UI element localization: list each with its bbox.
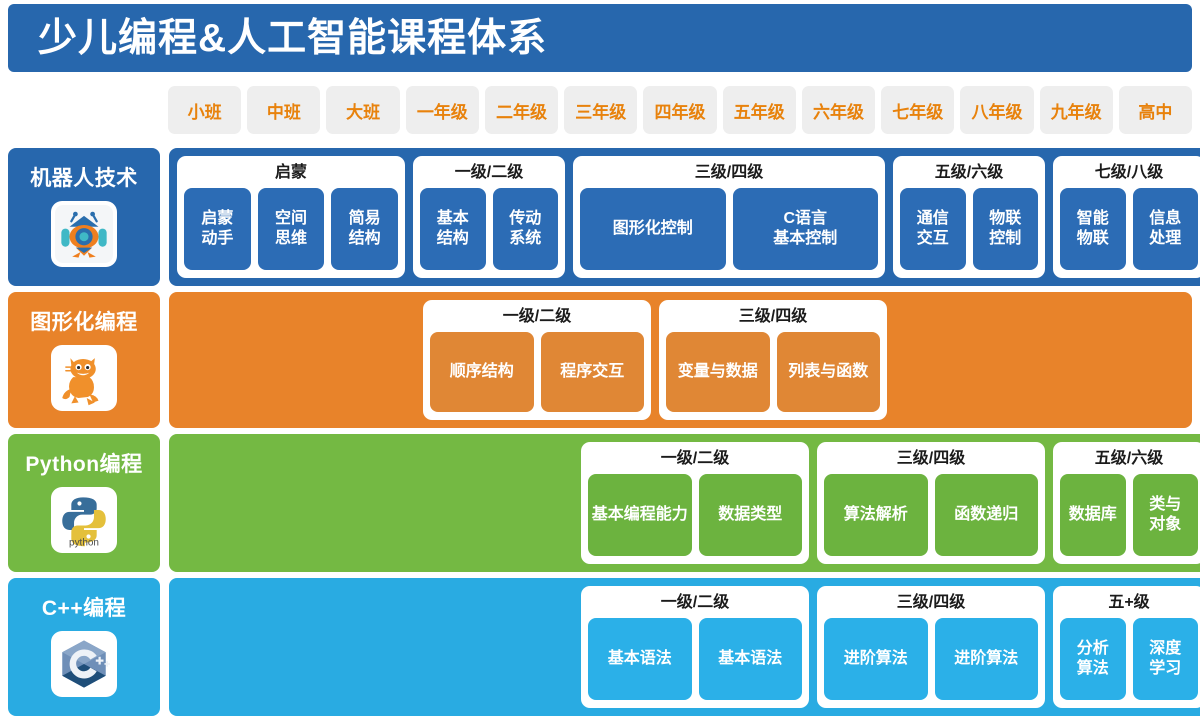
course-card[interactable]: 数据库 — [1060, 474, 1126, 556]
track-name: 图形化编程 — [30, 311, 138, 334]
course-card[interactable]: 变量与数据 — [666, 332, 770, 412]
stage-spacer — [177, 300, 415, 420]
page-title: 少儿编程&人工智能课程体系 — [38, 16, 548, 60]
header-bar: 少儿编程&人工智能课程体系 — [8, 4, 1192, 72]
stage-group[interactable]: 三级/四级进阶算法进阶算法 — [817, 586, 1045, 708]
grade-chip[interactable]: 九年级 — [1039, 86, 1113, 134]
course-card[interactable]: C语言 基本控制 — [732, 188, 878, 270]
grade-chip[interactable]: 五年级 — [722, 86, 796, 134]
course-card[interactable]: 程序交互 — [540, 332, 644, 412]
stage-group[interactable]: 三级/四级变量与数据列表与函数 — [659, 300, 887, 420]
grade-chip[interactable]: 七年级 — [881, 86, 955, 134]
course-card[interactable]: 数据类型 — [698, 474, 802, 556]
stage-group[interactable]: 三级/四级算法解析函数递归 — [817, 442, 1045, 564]
stage-group[interactable]: 七级/八级智能 物联信息 处理 — [1053, 156, 1200, 278]
grade-chip[interactable]: 三年级 — [564, 86, 638, 134]
track-label-3: Python编程 python — [8, 434, 160, 572]
stage-title: 三级/四级 — [694, 164, 764, 181]
track-name: C++编程 — [41, 597, 127, 620]
stage-group[interactable]: 一级/二级基本语法基本语法 — [581, 586, 809, 708]
stage-title: 一级/二级 — [454, 164, 524, 181]
track-label-2: 图形化编程 — [8, 292, 160, 428]
course-card[interactable]: 物联 控制 — [972, 188, 1038, 270]
robot-icon — [51, 201, 117, 267]
stage-group[interactable]: 一级/二级基本编程能力数据类型 — [581, 442, 809, 564]
course-card[interactable]: 分析 算法 — [1060, 618, 1126, 700]
stage-title: 启蒙 — [274, 164, 307, 181]
stage-group[interactable]: 一级/二级基本 结构传动 系统 — [413, 156, 565, 278]
track-body: 一级/二级顺序结构程序交互三级/四级变量与数据列表与函数 — [169, 292, 1192, 428]
grade-chip[interactable]: 四年级 — [643, 86, 717, 134]
grade-chip[interactable]: 八年级 — [960, 86, 1034, 134]
grade-chip[interactable]: 六年级 — [801, 86, 876, 134]
course-card[interactable]: 深度 学习 — [1132, 618, 1198, 700]
grade-chip[interactable]: 中班 — [247, 86, 321, 134]
course-card[interactable]: 空间 思维 — [257, 188, 325, 270]
stage-title: 五级/六级 — [934, 164, 1004, 181]
course-card[interactable]: 启蒙 动手 — [184, 188, 251, 270]
grade-chip[interactable]: 一年级 — [405, 86, 479, 134]
course-card[interactable]: 传动 系统 — [492, 188, 558, 270]
track-label-1: 机器人技术 — [8, 148, 160, 286]
course-card[interactable]: 简易 结构 — [331, 188, 399, 270]
stage-group[interactable]: 五+级分析 算法深度 学习 — [1053, 586, 1200, 708]
stage-title: 三级/四级 — [896, 594, 966, 611]
stage-group[interactable]: 五级/六级数据库类与 对象 — [1053, 442, 1200, 564]
track-label-4: C++编程 — [8, 578, 160, 716]
stage-title: 三级/四级 — [738, 308, 808, 325]
course-card[interactable]: 列表与函数 — [776, 332, 880, 412]
stage-group[interactable]: 一级/二级顺序结构程序交互 — [423, 300, 651, 420]
stage-group[interactable]: 五级/六级通信 交互物联 控制 — [893, 156, 1045, 278]
python-icon: python — [51, 487, 117, 553]
track-name: Python编程 — [25, 453, 143, 476]
course-card[interactable]: 进阶算法 — [934, 618, 1038, 700]
grade-chip[interactable]: 高中 — [1118, 86, 1193, 134]
svg-text:python: python — [69, 537, 99, 548]
stage-title: 三级/四级 — [896, 450, 966, 467]
stage-title: 一级/二级 — [502, 308, 572, 325]
track-row-robotics: 机器人技术 启蒙启蒙 动手空间 思维简易 结构一级/二级基本 结构传动 系统三级… — [8, 148, 1200, 286]
stage-title: 一级/二级 — [660, 450, 730, 467]
course-card[interactable]: 基本 结构 — [420, 188, 486, 270]
grade-chip[interactable]: 小班 — [168, 86, 242, 134]
course-card[interactable]: 算法解析 — [824, 474, 928, 556]
stage-title: 七级/八级 — [1094, 164, 1164, 181]
stage-title: 一级/二级 — [660, 594, 730, 611]
track-row-graphical-programming: 图形化编程 一级/二级顺序结构程序交互三级/四级变量与数据列表与函数 — [8, 292, 1192, 428]
track-row-python: Python编程 python 一级/二级基本编程能力数据类型三级/四级算法解析… — [8, 434, 1200, 572]
stage-spacer — [177, 586, 573, 708]
track-body: 启蒙启蒙 动手空间 思维简易 结构一级/二级基本 结构传动 系统三级/四级图形化… — [169, 148, 1200, 286]
course-card[interactable]: 信息 处理 — [1132, 188, 1198, 270]
course-card[interactable]: 函数递归 — [934, 474, 1038, 556]
stage-title: 五+级 — [1108, 594, 1150, 611]
stage-spacer — [177, 442, 573, 564]
grade-level-strip: 小班中班大班一年级二年级三年级四年级五年级六年级七年级八年级九年级高中 — [168, 86, 1193, 134]
course-card[interactable]: 智能 物联 — [1060, 188, 1126, 270]
cpp-icon — [51, 631, 117, 697]
stage-title: 五级/六级 — [1094, 450, 1164, 467]
course-card[interactable]: 通信 交互 — [900, 188, 966, 270]
course-card[interactable]: 顺序结构 — [430, 332, 534, 412]
grade-chip[interactable]: 二年级 — [484, 86, 559, 134]
course-card[interactable]: 基本语法 — [588, 618, 692, 700]
stage-group[interactable]: 启蒙启蒙 动手空间 思维简易 结构 — [177, 156, 405, 278]
course-card[interactable]: 基本语法 — [698, 618, 802, 700]
grade-chip[interactable]: 大班 — [326, 86, 400, 134]
course-card[interactable]: 进阶算法 — [824, 618, 928, 700]
course-card[interactable]: 图形化控制 — [580, 188, 726, 270]
track-name: 机器人技术 — [30, 167, 138, 190]
course-card[interactable]: 基本编程能力 — [588, 474, 692, 556]
scratch-cat-icon — [51, 345, 117, 411]
track-body: 一级/二级基本语法基本语法三级/四级进阶算法进阶算法五+级分析 算法深度 学习 — [169, 578, 1200, 716]
course-card[interactable]: 类与 对象 — [1132, 474, 1198, 556]
track-body: 一级/二级基本编程能力数据类型三级/四级算法解析函数递归五级/六级数据库类与 对… — [169, 434, 1200, 572]
track-row-cpp: C++编程 一级/二级基本语法基本语法三级/四级进阶算法进阶算法五+级分析 算法… — [8, 578, 1200, 716]
